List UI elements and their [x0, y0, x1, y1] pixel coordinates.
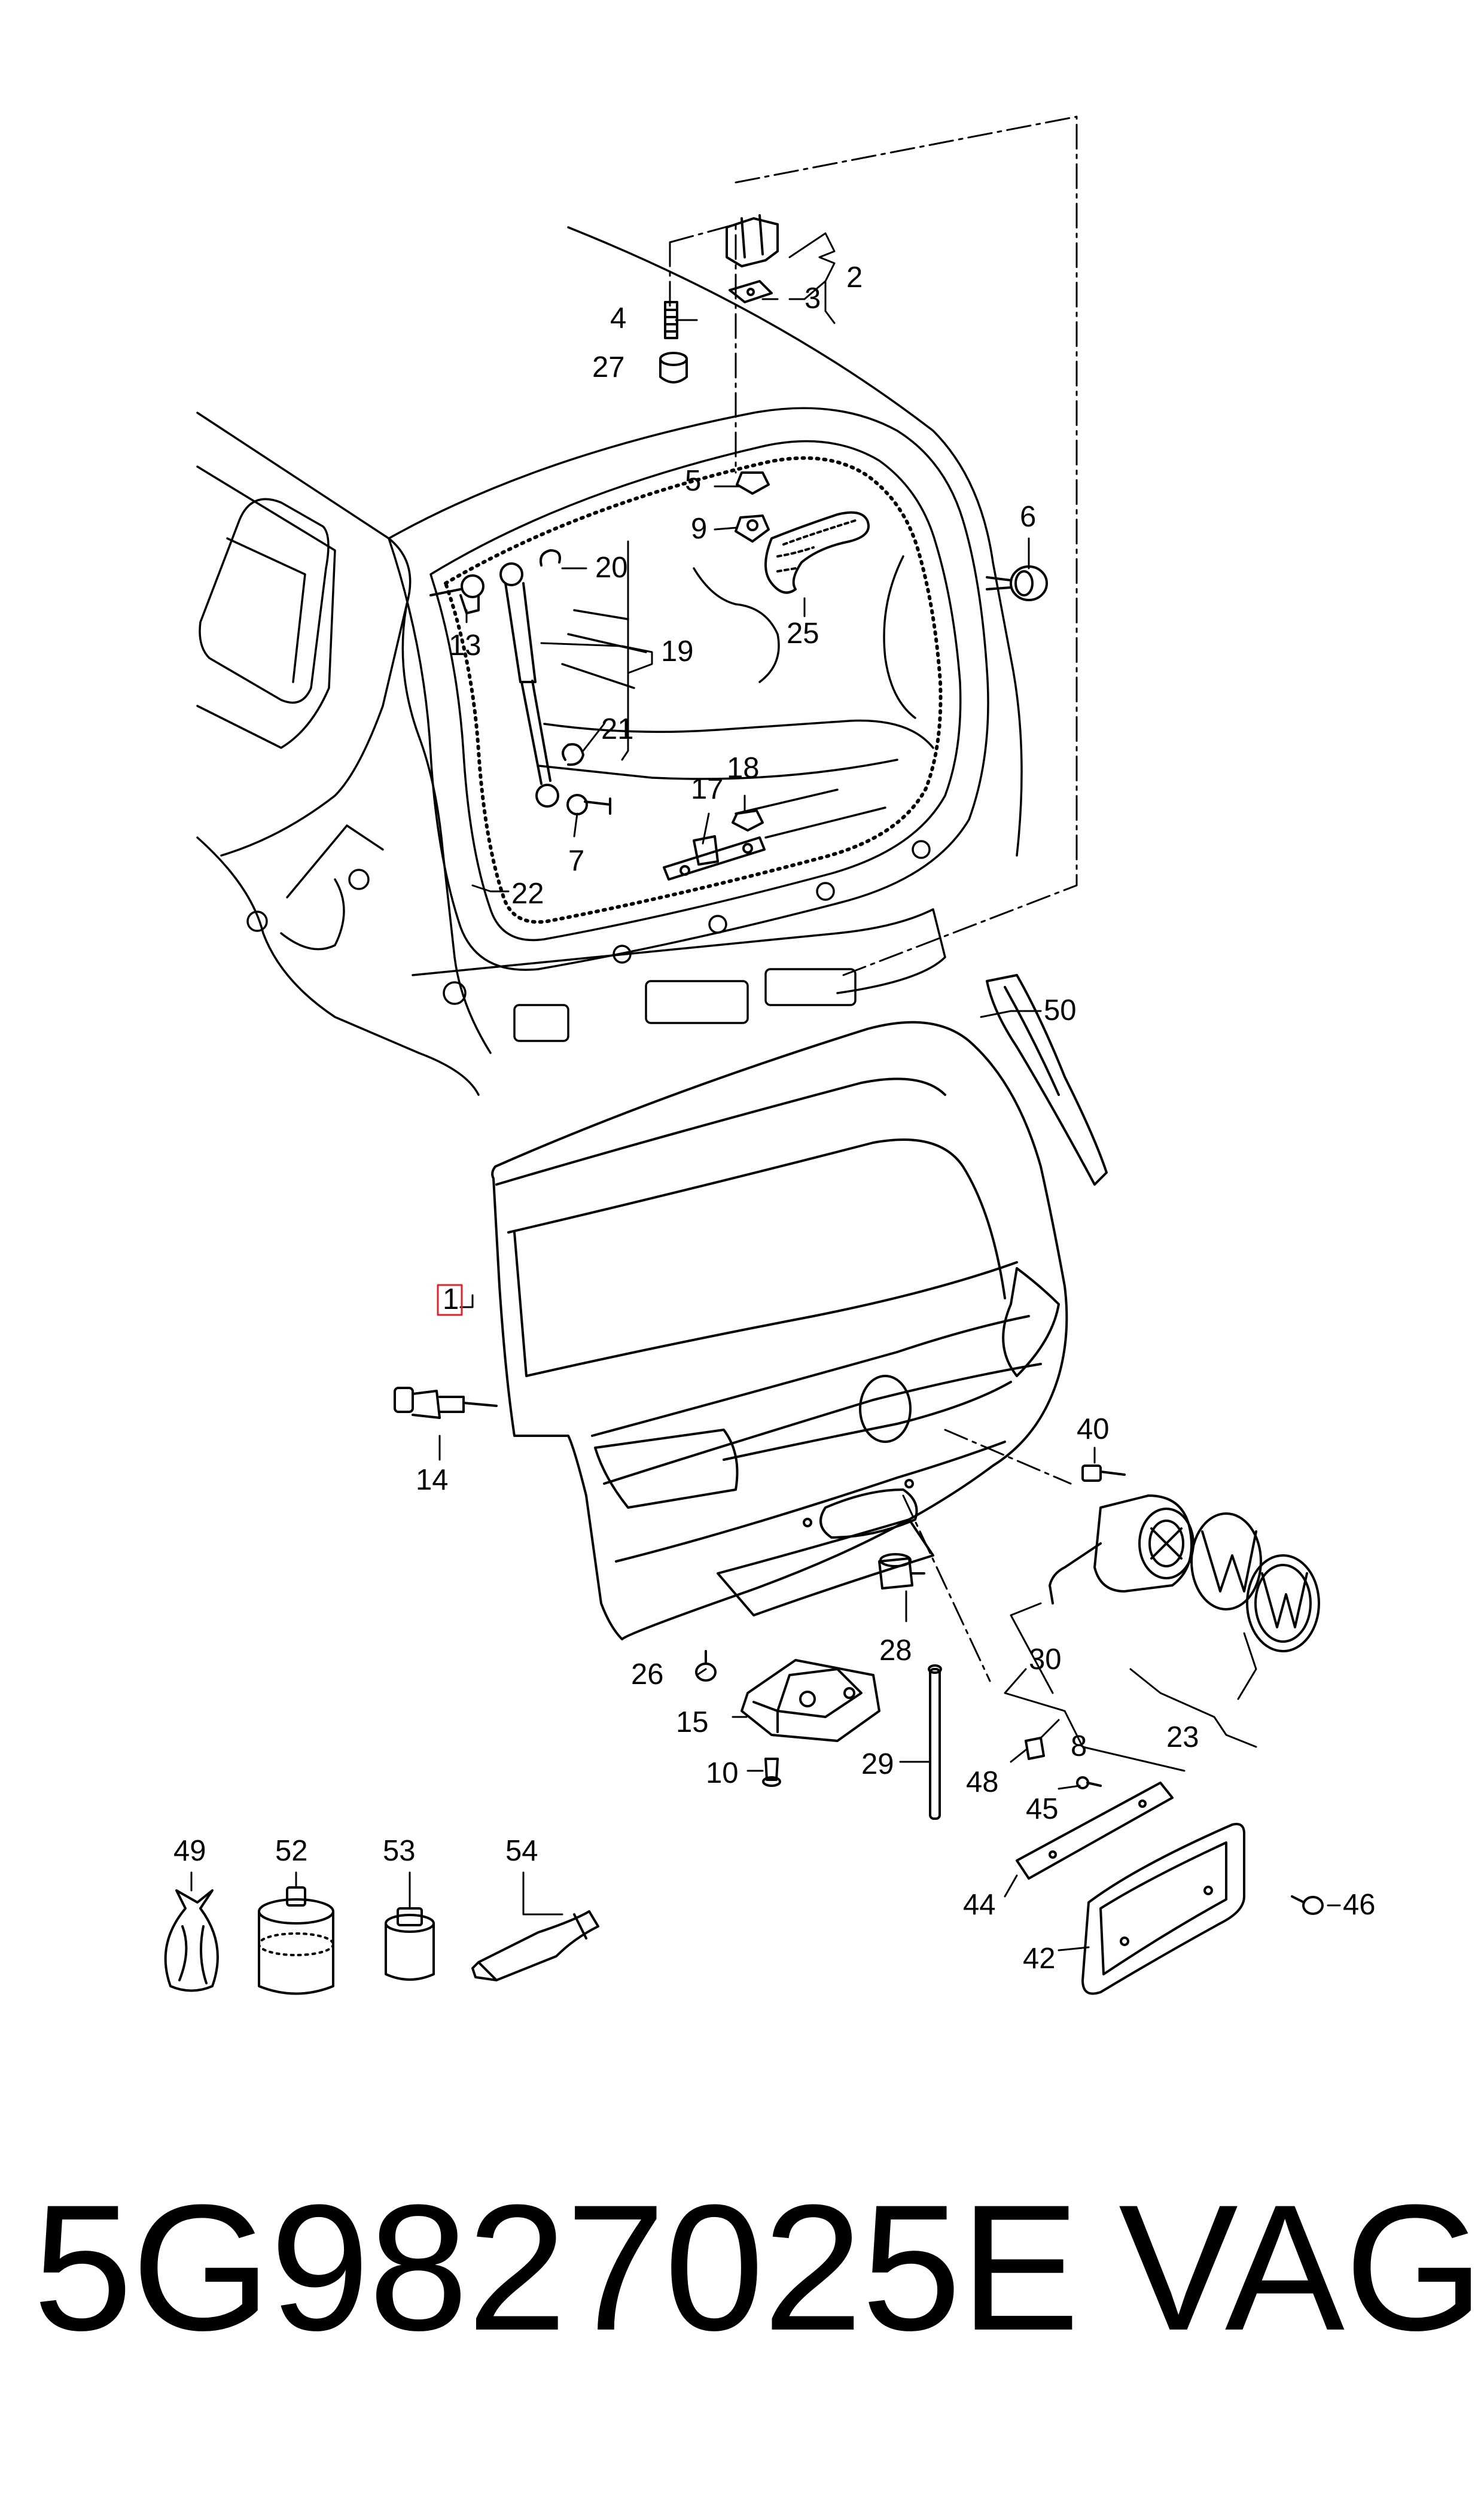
callout-46: 46 — [1343, 1889, 1376, 1921]
vehicle-rear-body — [196, 226, 1023, 1096]
callout-48: 48 — [966, 1766, 999, 1798]
callout-13: 13 — [449, 629, 482, 662]
callout-10: 10 — [706, 1757, 739, 1789]
nut-9 — [735, 514, 770, 543]
tailgate-1 — [491, 1021, 1068, 1640]
callout-7: 7 — [568, 845, 584, 877]
clip-21 — [562, 743, 584, 766]
nut-18 — [732, 809, 764, 832]
callout-21: 21 — [601, 713, 634, 745]
callout-15: 15 — [676, 1706, 709, 1738]
bump-stop-28 — [878, 1553, 925, 1590]
callout-45: 45 — [1026, 1793, 1059, 1825]
callout-25: 25 — [787, 617, 819, 650]
callout-40: 40 — [1077, 1413, 1110, 1445]
callout-54: 54 — [505, 1835, 538, 1867]
callout-19: 19 — [661, 635, 694, 668]
buffer-14 — [394, 1387, 498, 1419]
callout-2: 2 — [846, 261, 863, 294]
callout-6: 6 — [1020, 501, 1036, 533]
ball-pin-7 — [566, 794, 611, 815]
bracket-48 — [1025, 1737, 1045, 1760]
bottle-53 — [385, 1907, 435, 1981]
emblem-23 — [1190, 1512, 1320, 1652]
callout-52: 52 — [275, 1835, 308, 1867]
callout-8: 8 — [1071, 1730, 1087, 1762]
callout-labels: 1 2 3 4 27 5 9 6 20 13 25 19 21 18 17 7 … — [173, 261, 1376, 1975]
callout-18: 18 — [727, 752, 760, 784]
callout-9: 9 — [691, 513, 707, 545]
callout-44: 44 — [963, 1889, 996, 1921]
container-52 — [258, 1886, 334, 1995]
tailgate-lock-15 — [741, 1659, 880, 1742]
screw-40 — [1081, 1464, 1126, 1482]
cable-harness-25 — [764, 511, 870, 594]
callout-53: 53 — [383, 1835, 416, 1867]
screw-10 — [762, 1758, 781, 1787]
sealant-tube-54 — [471, 1910, 599, 1981]
callout-29: 29 — [861, 1748, 894, 1780]
callout-26: 26 — [631, 1658, 664, 1691]
callout-4: 4 — [610, 302, 626, 334]
callout-28: 28 — [879, 1634, 912, 1667]
callout-17: 17 — [691, 773, 724, 805]
callout-30: 30 — [1029, 1643, 1062, 1676]
camera-emblem-actuator-30 — [1049, 1494, 1194, 1604]
bolt-13 — [429, 574, 484, 614]
clip-20 — [540, 549, 561, 567]
assembly-reference-lines — [669, 115, 1078, 1682]
touch-up-bag-49 — [164, 1889, 219, 1992]
callout-27: 27 — [592, 351, 625, 383]
spoiler-50 — [986, 974, 1108, 1186]
callout-3: 3 — [805, 282, 821, 315]
screw-46 — [1291, 1895, 1324, 1915]
brand-name: VAG — [1119, 2167, 1484, 2368]
callout-42: 42 — [1023, 1942, 1056, 1975]
callout-50: 50 — [1044, 994, 1077, 1027]
rod-29 — [928, 1664, 942, 1820]
striker-17 — [663, 835, 766, 881]
part-number: 5G9827025E — [33, 2167, 1080, 2368]
callout-20: 20 — [595, 552, 628, 584]
nut-5 — [736, 471, 770, 495]
callout-22: 22 — [511, 878, 544, 910]
callout-1: 1 — [443, 1283, 459, 1316]
callout-23: 23 — [1166, 1721, 1199, 1753]
nut-26 — [695, 1650, 717, 1682]
callout-14: 14 — [416, 1464, 449, 1496]
grommet-6 — [986, 565, 1048, 601]
tailgate-hinge — [726, 214, 779, 303]
clip-45 — [1076, 1776, 1102, 1789]
cap-27 — [659, 352, 688, 383]
highlight-box-part-1 — [437, 1284, 463, 1316]
licence-plate-holder-42 — [1081, 1823, 1245, 1995]
moulding-44 — [1016, 1782, 1174, 1880]
leader-lines — [190, 232, 1341, 1951]
gas-strut-19 — [499, 562, 559, 808]
callout-49: 49 — [173, 1835, 206, 1867]
callout-5: 5 — [685, 465, 701, 497]
